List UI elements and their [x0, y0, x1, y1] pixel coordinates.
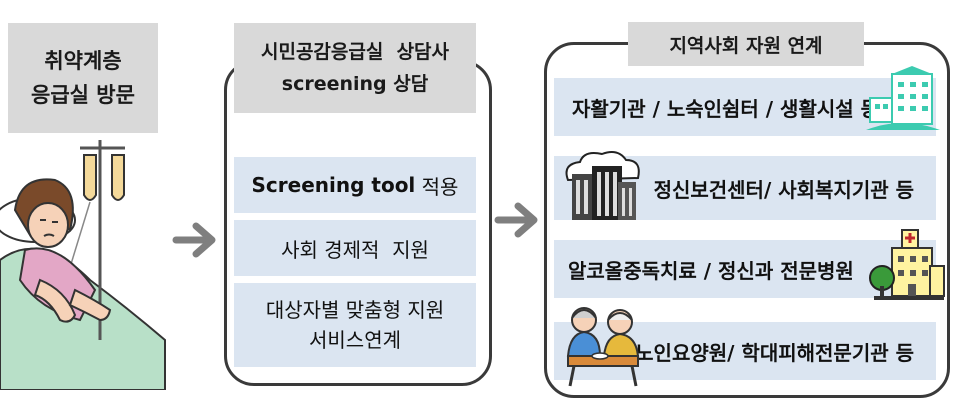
- building-icon: [862, 64, 944, 134]
- middle-item-tailored-support-line2: 서비스연계: [309, 328, 401, 352]
- middle-title-line2: screening 상담: [281, 73, 429, 95]
- arrow-right-icon: [172, 220, 220, 260]
- left-title-line2: 응급실 방문: [31, 83, 135, 107]
- office-building-icon: [562, 150, 642, 224]
- elderly-couple-icon: [560, 300, 646, 390]
- right-item-alcohol-treatment: 알코올중독치료 / 정신과 전문병원: [554, 240, 936, 298]
- right-item-elderly-care-label: 노인요양원/ 학대피해전문기관 등: [635, 340, 914, 365]
- hospital-icon: [868, 226, 948, 304]
- left-title-line1: 취약계층: [44, 49, 122, 73]
- right-title: 지역사회 자원 연계: [669, 34, 823, 57]
- middle-item-socio-economic: 사회 경제적 지원: [234, 220, 476, 276]
- right-title-box: 지역사회 자원 연계: [628, 22, 864, 66]
- right-item-rehab: 자활기관 / 노숙인쉼터 / 생활시설 등: [554, 78, 936, 136]
- middle-item-screening-tool: Screening tool 적용: [234, 157, 476, 213]
- arrow-right-icon: [494, 200, 542, 240]
- left-title-box: 취약계층 응급실 방문: [8, 23, 158, 133]
- right-item-mental-health-label: 정신보건센터/ 사회복지기관 등: [653, 177, 914, 202]
- middle-item-tailored-support-line1: 대상자별 맞춤형 지원: [265, 298, 445, 322]
- middle-item-screening-tool-bold: Screening tool: [251, 173, 416, 197]
- middle-item-socio-economic-label: 사회 경제적 지원: [281, 237, 429, 262]
- middle-title-box: 시민공감응급실 상담사 screening 상담: [234, 23, 476, 113]
- middle-title-line1: 시민공감응급실 상담사: [260, 41, 450, 63]
- middle-item-tailored-support: 대상자별 맞춤형 지원 서비스연계: [234, 283, 476, 367]
- patient-illustration: [0, 140, 170, 391]
- right-item-alcohol-treatment-label: 알코올중독치료 / 정신과 전문병원: [568, 258, 854, 283]
- right-item-rehab-label: 자활기관 / 노숙인쉼터 / 생활시설 등: [572, 96, 880, 121]
- middle-item-screening-tool-rest: 적용: [415, 174, 459, 199]
